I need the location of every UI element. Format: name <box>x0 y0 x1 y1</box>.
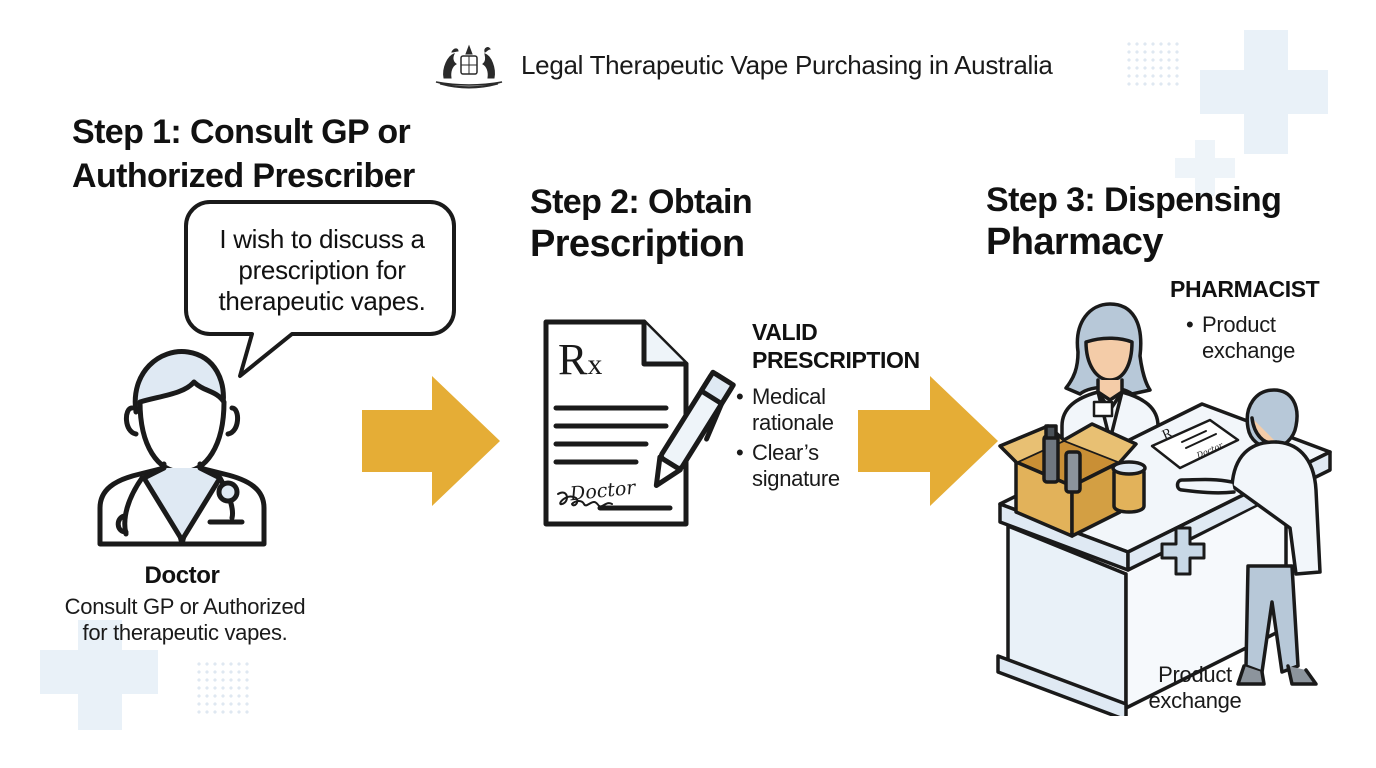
background-cross-small-right-v <box>1195 140 1215 196</box>
prescription-requirements-list: Medical rationale Clear’s signature <box>736 384 840 492</box>
requirement-1-line2: rationale <box>752 410 834 435</box>
doctor-label: Doctor <box>144 562 220 589</box>
coat-of-arms-icon <box>435 44 503 89</box>
step3-title-line1: Step 3: Dispensing <box>986 181 1282 219</box>
background-cross-top-right-v <box>1244 30 1288 154</box>
step2-title-line1: Step 2: Obtain <box>530 183 753 221</box>
step1-title-line2: Authorized Prescriber <box>72 157 415 195</box>
speech-bubble-text: I wish to discuss a prescription for the… <box>192 224 452 317</box>
rx-symbol: Rx <box>558 334 602 385</box>
rx-symbol-r: R <box>558 335 588 384</box>
doctor-caption-line1: Consult GP or Authorized <box>64 594 306 619</box>
background-dots-left <box>195 660 251 716</box>
list-item: Product exchange <box>1186 312 1295 364</box>
step2-title: Step 2: Obtain Prescription <box>530 182 753 265</box>
step3-title: Step 3: Dispensing Pharmacy <box>986 180 1282 263</box>
counter-caption-line1: Product <box>1158 662 1232 687</box>
list-item: Medical rationale <box>736 384 840 436</box>
doctor-caption-line2: for therapeutic vapes. <box>82 620 288 645</box>
step2-title-line2: Prescription <box>530 223 745 265</box>
bubble-line-3: therapeutic vapes. <box>218 286 426 316</box>
bubble-line-2: prescription for <box>238 255 406 285</box>
background-dots-right <box>1125 40 1181 88</box>
pharmacist-note-line1: Product <box>1202 312 1276 337</box>
requirement-1-line1: Medical <box>752 384 826 409</box>
valid-prescription-heading-line1: VALID <box>752 319 818 345</box>
valid-prescription-heading: VALID PRESCRIPTION <box>752 318 920 374</box>
valid-prescription-heading-line2: PRESCRIPTION <box>752 347 920 373</box>
arrow-step1-to-step2 <box>362 376 500 506</box>
doctor-caption: Consult GP or Authorized for therapeutic… <box>50 594 320 646</box>
background-cross-bottom-left-v <box>78 620 122 730</box>
speech-bubble <box>184 200 456 378</box>
rx-symbol-x: x <box>587 348 603 381</box>
step1-title: Step 1: Consult GP or Authorized Prescri… <box>72 112 415 196</box>
doctor-icon <box>97 349 267 547</box>
step3-title-line2: Pharmacy <box>986 221 1163 263</box>
pharmacist-label: PHARMACIST <box>1170 276 1320 302</box>
page-title: Legal Therapeutic Vape Purchasing in Aus… <box>521 50 1053 80</box>
counter-caption: Product exchange <box>1120 662 1270 714</box>
prescription-document-icon <box>543 319 736 527</box>
bubble-line-1: I wish to discuss a <box>219 224 425 254</box>
counter-caption-line2: exchange <box>1148 688 1242 713</box>
arrow-step2-to-step3 <box>858 376 998 506</box>
requirement-2-line2: signature <box>752 466 840 491</box>
step1-title-line1: Step 1: Consult GP or <box>72 113 411 151</box>
pharmacy-counter-icon <box>996 302 1332 716</box>
pharmacist-notes-list: Product exchange <box>1186 312 1295 364</box>
list-item: Clear’s signature <box>736 440 840 492</box>
requirement-2-line1: Clear’s <box>752 440 819 465</box>
pharmacist-note-line2: exchange <box>1202 338 1296 363</box>
